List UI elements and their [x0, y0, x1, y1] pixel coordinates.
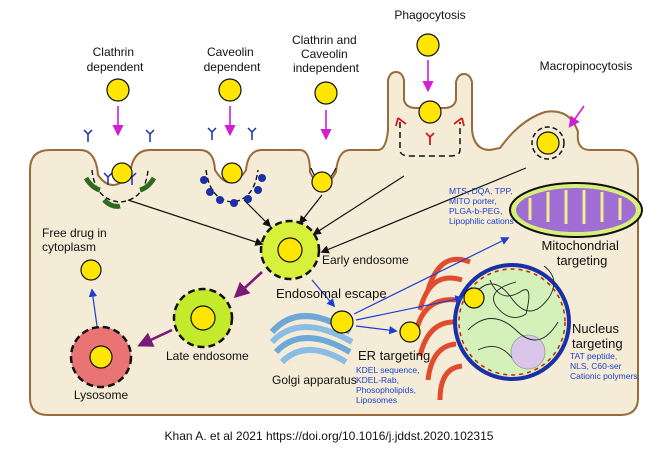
label-phagocytosis: Phagocytosis [394, 8, 465, 22]
arrow-macro-to-ee [320, 167, 527, 254]
mitochondrion [509, 182, 643, 238]
phagosome-boundary [399, 122, 461, 157]
label-clathrin: Clathrin dependent [87, 45, 144, 74]
label-late-endosome: Late endosome [166, 349, 249, 363]
nucleus [453, 263, 571, 381]
label-macropinocytosis: Macropinocytosis [540, 59, 633, 73]
arrow-to-nucleus [355, 295, 464, 321]
label-mito-targeting: Mitochondrial targeting [542, 238, 623, 268]
er-strategies: KDEL sequence, KDEL-Rab, Phosopholipids,… [356, 365, 422, 405]
phagocytic-receptors [395, 117, 465, 145]
caveolin-pit [200, 127, 266, 207]
mito-strategies: MTS, DQA, TPP, MITO porter, PLGA-b-PEG, … [449, 186, 515, 226]
golgi-apparatus [269, 313, 354, 365]
label-nucleus-targeting: Nucleus targeting [572, 321, 623, 351]
nanoparticles [80, 33, 560, 369]
label-endosomal-escape: Endosomal escape [276, 286, 387, 301]
label-free-drug: Free drug in cytoplasm [42, 226, 110, 254]
arrow-le-to-lys [137, 328, 173, 347]
arrow-to-er [355, 325, 398, 335]
arrow-escape [311, 279, 336, 308]
arrow-indep-to-ee [298, 194, 323, 225]
arrow-clathrin-to-ee [127, 199, 264, 246]
label-lysosome: Lysosome [74, 388, 129, 402]
figure-caption: Khan A. et al 2021 https://doi.org/10.10… [165, 429, 494, 443]
label-early-endosome: Early endosome [322, 253, 409, 267]
label-golgi: Golgi apparatus [272, 373, 357, 387]
label-caveolin: Caveolin dependent [204, 45, 261, 74]
label-er-targeting: ER targeting [358, 348, 430, 363]
arrow-caveolin-to-ee [243, 199, 272, 228]
nucleus-strategies: TAT peptide, NLS, C60-ser Cationic polym… [570, 351, 640, 381]
label-independent: Clathrin and Caveolin independent [292, 33, 360, 75]
arrow-ee-to-le [233, 271, 263, 299]
arrow-phago-to-ee [312, 175, 405, 235]
arrow-lys-to-cytoplasm [88, 288, 98, 327]
arrow-macro-entry [568, 105, 585, 128]
macropinosome [531, 126, 565, 160]
arrow-to-mito [353, 237, 510, 315]
